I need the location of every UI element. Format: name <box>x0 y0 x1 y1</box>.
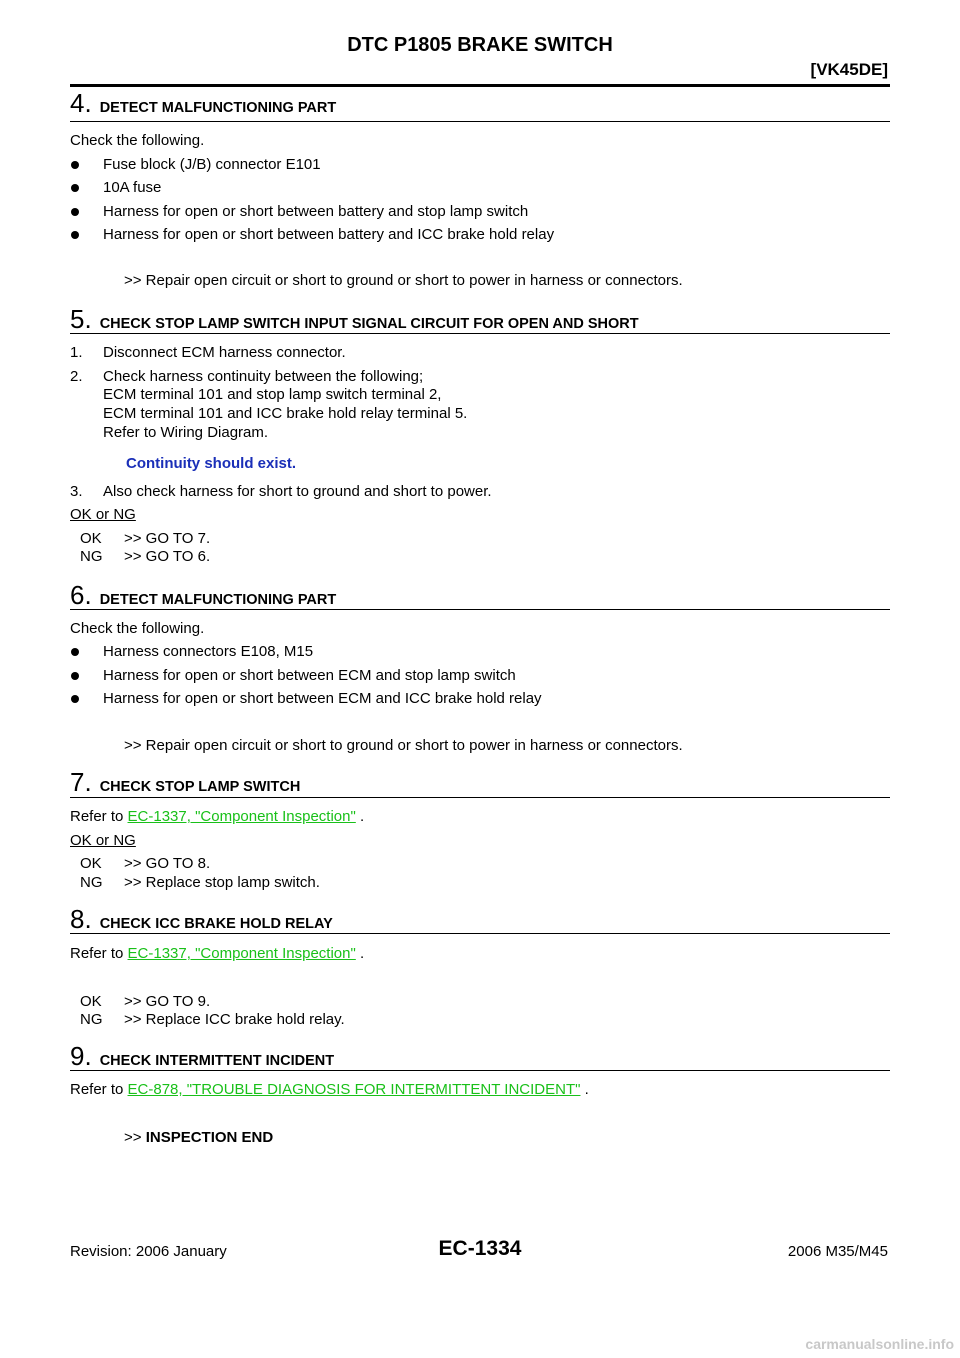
step-5-item-2-number: 2. <box>70 368 83 385</box>
step-7-result-action: >> GO TO 8. <box>124 855 211 872</box>
step-4-bullet: Harness for open or short between batter… <box>71 226 554 243</box>
step-4-action: >> Repair open circuit or short to groun… <box>124 272 683 289</box>
step-7-title: CHECK STOP LAMP SWITCH <box>99 779 301 795</box>
step-4-rule <box>70 121 890 122</box>
step-6-intro: Check the following. <box>70 620 205 637</box>
step-7-result-action: >> Replace stop lamp switch. <box>124 874 320 891</box>
step-5-number: 5. <box>70 304 92 334</box>
step-7-number: 7. <box>70 767 92 797</box>
step-9-rule <box>70 1070 890 1071</box>
step-7-result-key: NG <box>80 874 103 891</box>
step-4-bullet: Fuse block (J/B) connector E101 <box>71 156 321 173</box>
step-4-heading: 4. DETECT MALFUNCTIONING PART <box>70 88 336 119</box>
step-5-result-key: NG <box>80 548 103 565</box>
step-9-heading: 9. CHECK INTERMITTENT INCIDENT <box>70 1041 334 1072</box>
step-7-heading: 7. CHECK STOP LAMP SWITCH <box>70 767 300 798</box>
intermittent-incident-link[interactable]: EC-878, "TROUBLE DIAGNOSIS FOR INTERMITT… <box>127 1081 581 1098</box>
bullet-icon <box>71 161 79 169</box>
step-5-item-1: Disconnect ECM harness connector. <box>103 344 346 361</box>
bullet-icon <box>71 208 79 216</box>
step-9-reference: Refer to EC-878, "TROUBLE DIAGNOSIS FOR … <box>70 1081 589 1098</box>
step-9-number: 9. <box>70 1041 92 1071</box>
step-8-title: CHECK ICC BRAKE HOLD RELAY <box>99 916 333 932</box>
revision-label: Revision: 2006 January <box>70 1243 227 1260</box>
engine-model-label: [VK45DE] <box>810 60 888 79</box>
step-7-ok-or-ng: OK or NG <box>70 832 136 849</box>
step-5-rule <box>70 333 890 334</box>
inspection-end-label: INSPECTION END <box>145 1129 274 1146</box>
step-5-item-2-line: Refer to Wiring Diagram. <box>103 424 269 441</box>
step-8-result-key: NG <box>80 1011 103 1028</box>
step-8-reference: Refer to EC-1337, "Component Inspection"… <box>70 945 365 962</box>
step-6-action: >> Repair open circuit or short to groun… <box>124 737 683 754</box>
step-4-bullet: 10A fuse <box>71 179 161 196</box>
step-6-bullet: Harness for open or short between ECM an… <box>71 690 542 707</box>
step-8-heading: 8. CHECK ICC BRAKE HOLD RELAY <box>70 904 333 935</box>
step-5-item-2-line: Check harness continuity between the fol… <box>103 368 424 385</box>
step-5-item-2-line: ECM terminal 101 and stop lamp switch te… <box>103 386 442 403</box>
bullet-icon <box>71 695 79 703</box>
step-8-result-action: >> GO TO 9. <box>124 993 211 1010</box>
page-number: EC-1334 <box>438 1237 522 1260</box>
step-5-item-3-number: 3. <box>70 483 83 500</box>
step-5-title: CHECK STOP LAMP SWITCH INPUT SIGNAL CIRC… <box>99 316 639 332</box>
bullet-icon <box>71 184 79 192</box>
step-5-ok-or-ng: OK or NG <box>70 506 136 523</box>
step-7-reference: Refer to EC-1337, "Component Inspection"… <box>70 808 365 825</box>
step-6-bullet: Harness for open or short between ECM an… <box>71 667 516 684</box>
header-rule <box>70 84 890 87</box>
step-8-rule <box>70 933 890 934</box>
step-9-end: >> INSPECTION END <box>124 1129 274 1146</box>
page-title: DTC P1805 BRAKE SWITCH <box>347 34 613 56</box>
step-9-title: CHECK INTERMITTENT INCIDENT <box>99 1053 335 1069</box>
step-4-intro: Check the following. <box>70 132 205 149</box>
component-inspection-link[interactable]: EC-1337, "Component Inspection" <box>127 808 356 825</box>
step-6-number: 6. <box>70 580 92 610</box>
step-4-title: DETECT MALFUNCTIONING PART <box>99 100 337 116</box>
step-8-result-action: >> Replace ICC brake hold relay. <box>124 1011 345 1028</box>
watermark: carmanualsonline.info <box>805 1336 954 1352</box>
bullet-icon <box>71 648 79 656</box>
step-5-spec: Continuity should exist. <box>126 455 297 472</box>
step-6-heading: 6. DETECT MALFUNCTIONING PART <box>70 580 336 611</box>
step-7-result-key: OK <box>80 855 102 872</box>
step-5-result-key: OK <box>80 530 102 547</box>
step-5-result-action: >> GO TO 7. <box>124 530 211 547</box>
step-7-rule <box>70 797 890 798</box>
step-5-item-1-number: 1. <box>70 344 83 361</box>
step-4-number: 4. <box>70 88 92 118</box>
step-5-result-action: >> GO TO 6. <box>124 548 211 565</box>
bullet-icon <box>71 672 79 680</box>
step-8-result-key: OK <box>80 993 102 1010</box>
step-8-number: 8. <box>70 904 92 934</box>
step-5-item-3: Also check harness for short to ground a… <box>103 483 492 500</box>
step-6-rule <box>70 609 890 610</box>
vehicle-model-label: 2006 M35/M45 <box>787 1243 888 1260</box>
step-6-bullet: Harness connectors E108, M15 <box>71 643 313 660</box>
step-4-bullet: Harness for open or short between batter… <box>71 203 528 220</box>
step-5-item-2-line: ECM terminal 101 and ICC brake hold rela… <box>103 405 468 422</box>
component-inspection-link[interactable]: EC-1337, "Component Inspection" <box>127 945 356 962</box>
step-6-title: DETECT MALFUNCTIONING PART <box>99 592 337 608</box>
bullet-icon <box>71 231 79 239</box>
step-5-heading: 5. CHECK STOP LAMP SWITCH INPUT SIGNAL CI… <box>70 304 639 335</box>
